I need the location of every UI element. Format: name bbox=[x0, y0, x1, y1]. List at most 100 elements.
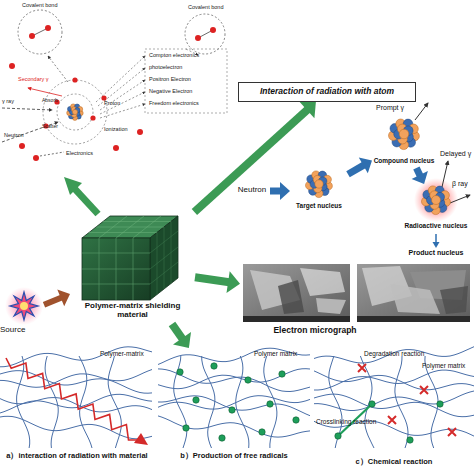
polymer-chain bbox=[236, 356, 249, 448]
cube bbox=[150, 216, 178, 300]
nucleus-label: Product nucleus bbox=[398, 248, 474, 260]
arrow-head bbox=[300, 102, 316, 118]
chain-scission bbox=[388, 416, 396, 424]
arrow-head bbox=[57, 290, 70, 307]
polymer-chain bbox=[79, 356, 92, 448]
polymer-chain bbox=[314, 370, 474, 390]
atom-sketch bbox=[2, 122, 58, 142]
radical-site bbox=[407, 437, 413, 443]
cube bbox=[82, 238, 150, 300]
arrow-shaft bbox=[195, 277, 229, 282]
micrograph-image bbox=[440, 286, 468, 314]
text-label: Prompt γ bbox=[376, 104, 404, 112]
text-label: Negative Electron bbox=[149, 88, 192, 94]
atom-sketch bbox=[98, 68, 145, 106]
atom-sketch bbox=[45, 25, 51, 31]
arrow-head bbox=[433, 242, 440, 248]
micrograph-image bbox=[357, 264, 470, 322]
atom-sketch bbox=[29, 33, 35, 39]
free-radical bbox=[259, 429, 265, 435]
flow-arrow bbox=[433, 234, 440, 248]
heading-box: Interaction of radiation with atom bbox=[238, 82, 416, 102]
free-radical bbox=[229, 407, 235, 413]
micrograph-image bbox=[300, 268, 345, 296]
polymer-chain bbox=[158, 396, 310, 416]
node-text: Interaction of radiation with atom bbox=[239, 87, 415, 96]
green-arrow bbox=[64, 177, 98, 214]
node-text: Polymer matrix bbox=[422, 362, 474, 369]
cube bbox=[82, 216, 178, 300]
chain-scission bbox=[420, 386, 428, 394]
polymer-chain bbox=[158, 369, 310, 389]
arrow-shaft bbox=[270, 188, 281, 195]
text-label: Ionization bbox=[104, 126, 128, 132]
free-radical bbox=[219, 435, 225, 441]
glow bbox=[5, 287, 43, 325]
node-text: Polymer matrix bbox=[254, 350, 310, 357]
text-label: γ ray bbox=[2, 98, 14, 104]
node-text: Degradation reaction bbox=[364, 350, 454, 357]
radical-site bbox=[437, 401, 443, 407]
node-text: Radioactive nucleus bbox=[398, 222, 474, 229]
glow bbox=[414, 178, 458, 222]
polymer-chain bbox=[158, 416, 310, 437]
cube bbox=[82, 238, 150, 300]
atom-sketch bbox=[19, 143, 25, 149]
node-text: b）Production of free radicals bbox=[162, 452, 306, 460]
free-radical bbox=[177, 369, 183, 375]
free-radical bbox=[183, 425, 189, 431]
text-label: Covalent bond bbox=[188, 4, 223, 10]
arrow-head bbox=[280, 182, 290, 200]
arrow-head bbox=[359, 158, 372, 174]
atom-sketch bbox=[33, 155, 39, 161]
text-label: Proton bbox=[104, 100, 120, 106]
micrograph-image bbox=[390, 284, 440, 314]
atom-sketch bbox=[101, 95, 106, 100]
atom-sketch bbox=[18, 10, 62, 54]
atom-sketch bbox=[100, 92, 145, 114]
arrow-head bbox=[173, 332, 191, 348]
shielding-cube: Polymer-matrix shielding material bbox=[70, 212, 195, 324]
arrow-shaft bbox=[348, 165, 364, 174]
free-radical bbox=[293, 417, 299, 423]
atom-sketch bbox=[9, 63, 15, 69]
arrow-head bbox=[412, 171, 428, 184]
atom-sketch bbox=[100, 80, 145, 110]
free-radical bbox=[245, 377, 251, 383]
node-text: Polymer-matrix bbox=[100, 350, 154, 357]
text-label: Delayed γ bbox=[440, 150, 471, 158]
green-arrow bbox=[64, 177, 82, 195]
micrograph-panel: Electron micrograph bbox=[240, 262, 474, 340]
polymer-chain bbox=[395, 356, 408, 448]
flow-arrow bbox=[194, 102, 316, 212]
green-arrow bbox=[74, 188, 98, 214]
micrograph-image bbox=[278, 280, 304, 314]
cube bbox=[150, 222, 178, 295]
emission-arrow bbox=[450, 195, 470, 203]
node-text: Target nucleus bbox=[290, 202, 348, 209]
emission-arrow bbox=[415, 103, 428, 120]
free-radical bbox=[211, 363, 217, 369]
radical-site bbox=[369, 401, 375, 407]
text-label: photoelectron bbox=[149, 64, 182, 70]
polymer-chain bbox=[17, 356, 30, 448]
polymer-chain bbox=[314, 391, 474, 411]
mechanism-panel: Polymer-matrixa）interaction of radiation… bbox=[0, 348, 154, 476]
micrograph-image bbox=[316, 298, 346, 314]
atom-sketch bbox=[195, 35, 201, 41]
radical-site bbox=[335, 433, 341, 439]
atom-sketch bbox=[2, 108, 52, 110]
polymer-chain bbox=[158, 369, 310, 392]
atom-sketch bbox=[90, 115, 95, 120]
polymer-chain bbox=[45, 356, 58, 448]
node-text: c）Chemical reaction bbox=[318, 458, 470, 466]
nucleus: Radioactive nucleus bbox=[398, 184, 474, 234]
arrow-shaft bbox=[194, 109, 308, 212]
text-label: Electronics bbox=[66, 150, 93, 156]
nucleus: Compound nucleus bbox=[372, 116, 436, 168]
particle-label: Neutron bbox=[234, 184, 270, 198]
polymer-chain bbox=[202, 356, 215, 448]
